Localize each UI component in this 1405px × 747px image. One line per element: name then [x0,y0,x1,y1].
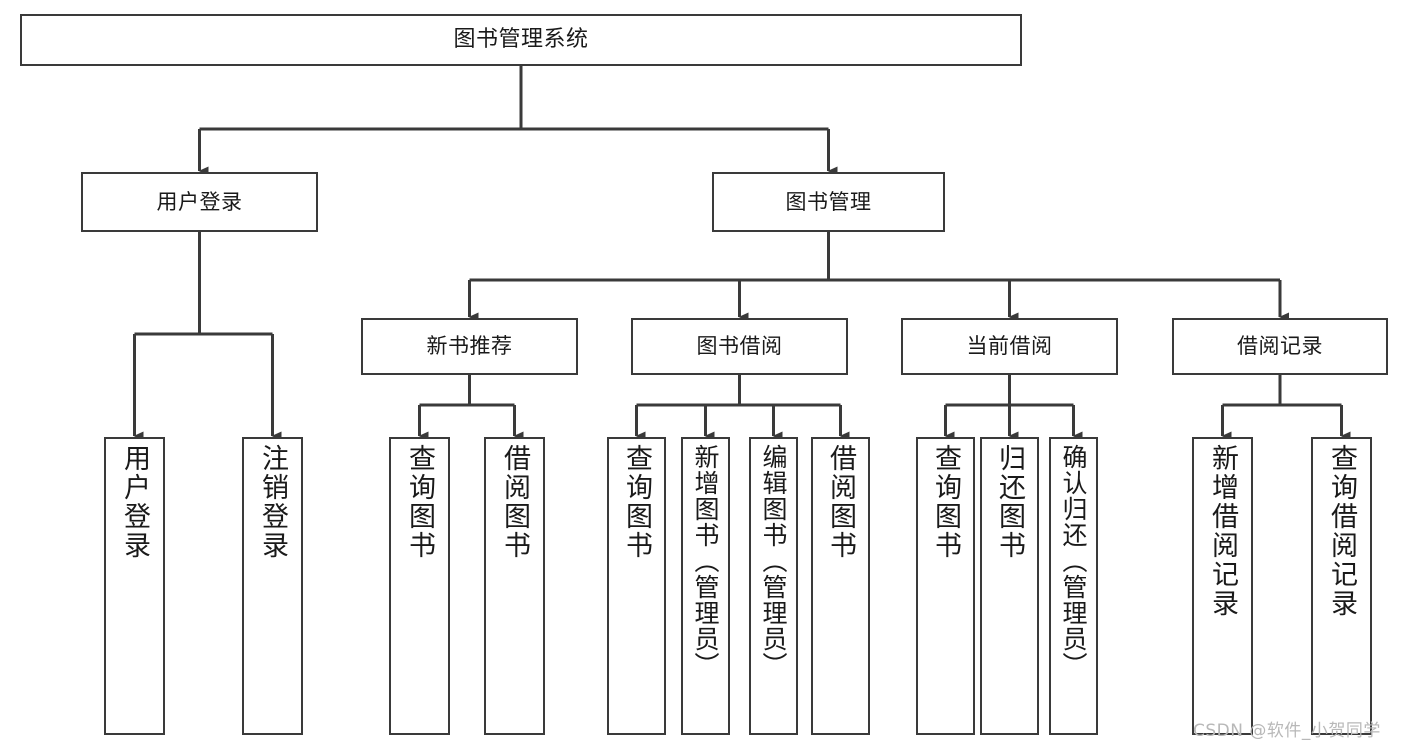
leaf-query-borrow-record[interactable]: 查询借阅记录 [1311,437,1372,735]
node-borrow-record-label: 借阅记录 [1237,334,1323,359]
leaf-return-book-label: 归还图书 [994,444,1025,560]
leaf-confirm-return-label: 确认归还（管理员） [1059,444,1088,678]
node-current-borrow[interactable]: 当前借阅 [901,318,1118,375]
leaf-borrow-book-2[interactable]: 借阅图书 [811,437,870,735]
node-new-book-recommend-label: 新书推荐 [426,334,513,359]
leaf-borrow-book-1-label: 借阅图书 [499,444,530,560]
leaf-query-book-1-label: 查询图书 [404,444,435,560]
watermark: CSDN @软件_小贺同学 [1193,721,1381,741]
node-root[interactable]: 图书管理系统 [20,14,1022,66]
node-book-borrow[interactable]: 图书借阅 [631,318,848,375]
leaf-logout-label: 注销登录 [257,444,288,560]
leaf-query-book-2-label: 查询图书 [621,444,652,560]
leaf-query-book-3-label: 查询图书 [930,444,961,560]
leaf-query-book-3[interactable]: 查询图书 [916,437,975,735]
leaf-query-borrow-record-label: 查询借阅记录 [1326,444,1357,618]
node-new-book-recommend[interactable]: 新书推荐 [361,318,578,375]
node-book-borrow-label: 图书借阅 [696,334,783,359]
leaf-query-book-2[interactable]: 查询图书 [607,437,666,735]
leaf-user-login-label: 用户登录 [119,444,150,560]
leaf-edit-book[interactable]: 编辑图书（管理员） [749,437,798,735]
node-borrow-record[interactable]: 借阅记录 [1172,318,1388,375]
leaf-add-book-label: 新增图书（管理员） [691,444,720,678]
node-book-manage-label: 图书管理 [785,189,872,214]
leaf-add-borrow-record-label: 新增借阅记录 [1207,444,1238,618]
leaf-borrow-book-1[interactable]: 借阅图书 [484,437,545,735]
leaf-user-login[interactable]: 用户登录 [104,437,165,735]
leaf-return-book[interactable]: 归还图书 [980,437,1039,735]
node-user-login[interactable]: 用户登录 [81,172,318,232]
leaf-confirm-return[interactable]: 确认归还（管理员） [1049,437,1098,735]
node-root-label: 图书管理系统 [453,27,589,53]
leaf-add-book[interactable]: 新增图书（管理员） [681,437,730,735]
leaf-edit-book-label: 编辑图书（管理员） [759,444,788,678]
leaf-query-book-1[interactable]: 查询图书 [389,437,450,735]
leaf-logout[interactable]: 注销登录 [242,437,303,735]
leaf-borrow-book-2-label: 借阅图书 [825,444,856,560]
node-book-manage[interactable]: 图书管理 [712,172,945,232]
leaf-add-borrow-record[interactable]: 新增借阅记录 [1192,437,1253,735]
node-current-borrow-label: 当前借阅 [966,334,1053,359]
node-user-login-label: 用户登录 [156,189,243,214]
